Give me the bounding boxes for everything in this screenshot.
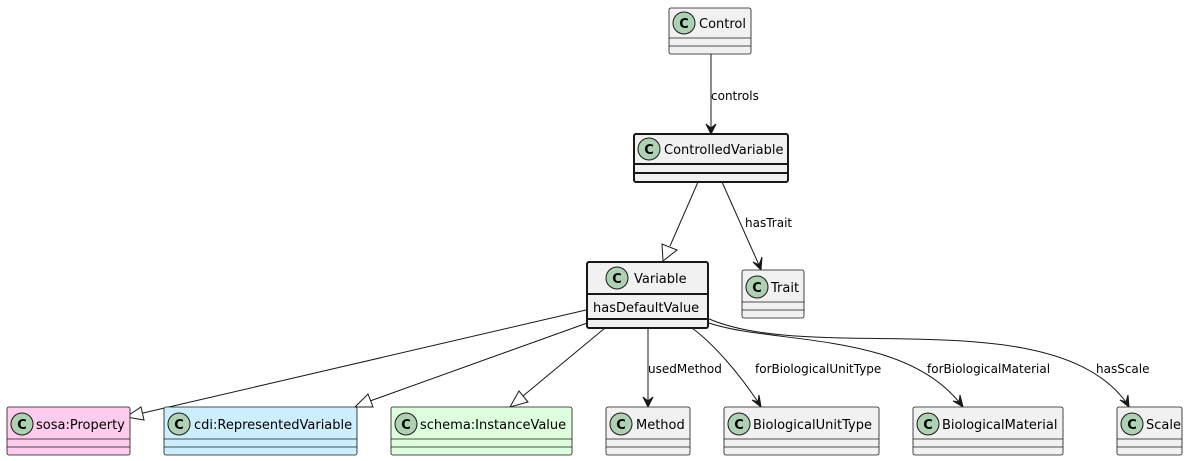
edge-label-controls: controls <box>711 89 759 103</box>
generalization-arrowhead <box>124 406 145 421</box>
svg-text:C: C <box>401 418 411 433</box>
class-method[interactable]: C Method <box>605 406 691 456</box>
edge-label-hastrait: hasTrait <box>745 216 792 230</box>
class-c-icon: C <box>916 412 940 436</box>
svg-text:C: C <box>734 418 744 433</box>
svg-text:C: C <box>644 143 654 158</box>
edge-usedmethod <box>642 328 654 409</box>
class-c-icon: C <box>605 266 629 290</box>
arrowhead <box>1119 394 1130 409</box>
class-control[interactable]: C Control <box>668 7 752 55</box>
class-c-icon: C <box>394 412 418 436</box>
class-biologicalmaterial[interactable]: C BiologicalMaterial <box>912 406 1064 456</box>
class-c-icon: C <box>727 412 751 436</box>
class-name: Scale <box>1146 418 1181 433</box>
edge-label-usedmethod: usedMethod <box>648 362 722 376</box>
class-name: BiologicalMaterial <box>942 418 1057 433</box>
svg-text:C: C <box>679 17 689 32</box>
class-biologicalunittype[interactable]: C BiologicalUnitType <box>723 406 880 456</box>
generalization-arrowhead <box>353 393 374 408</box>
class-sosa-property[interactable]: C sosa:Property <box>6 406 131 456</box>
class-name: BiologicalUnitType <box>753 418 872 433</box>
class-cdi-representedvariable[interactable]: C cdi:RepresentedVariable <box>163 406 358 456</box>
class-name: Control <box>699 17 746 32</box>
class-c-icon: C <box>672 11 696 35</box>
class-c-icon: C <box>609 412 633 436</box>
generalization-arrowhead <box>508 390 529 408</box>
svg-text:C: C <box>612 272 622 287</box>
class-attribute: hasDefaultValue <box>593 301 699 316</box>
class-name: ControlledVariable <box>664 143 784 158</box>
edge-cdi-generalization <box>353 321 591 408</box>
svg-text:C: C <box>752 281 762 296</box>
arrowhead <box>952 394 964 409</box>
edge-forbiologicalmaterial <box>705 321 964 409</box>
class-name: Trait <box>770 281 799 296</box>
class-scale[interactable]: C Scale <box>1116 406 1183 456</box>
svg-text:C: C <box>616 418 626 433</box>
class-c-icon: C <box>167 412 191 436</box>
class-schema-instancevalue[interactable]: C schema:InstanceValue <box>390 406 573 456</box>
class-variable[interactable]: C Variable hasDefaultValue <box>586 261 709 329</box>
class-trait[interactable]: C Trait <box>741 269 805 319</box>
edge-hasscale <box>706 317 1130 409</box>
class-name: cdi:RepresentedVariable <box>194 418 352 433</box>
class-c-icon: C <box>745 275 769 299</box>
class-name: Variable <box>634 272 687 287</box>
edges <box>124 54 1130 421</box>
edge-controlledvariable-generalization <box>661 181 699 262</box>
class-name: sosa:Property <box>36 418 125 433</box>
svg-text:C: C <box>17 418 27 433</box>
svg-text:C: C <box>923 418 933 433</box>
edge-controls <box>705 54 717 136</box>
class-name: schema:InstanceValue <box>420 418 566 433</box>
class-c-icon: C <box>637 137 661 161</box>
generalization-arrowhead <box>661 243 678 262</box>
edge-forbiologicalunittype <box>691 327 762 409</box>
edge-label-forbiologicalunittype: forBiologicalUnitType <box>755 362 881 376</box>
edge-label-forbiologicalmaterial: forBiologicalMaterial <box>927 362 1050 376</box>
class-name: Method <box>636 418 685 433</box>
arrowhead <box>752 256 763 272</box>
class-c-icon: C <box>1120 412 1144 436</box>
class-controlledvariable[interactable]: C ControlledVariable <box>633 133 789 183</box>
arrowhead <box>751 394 762 409</box>
edge-sosa-generalization <box>124 309 587 421</box>
svg-text:C: C <box>174 418 184 433</box>
edge-hastrait <box>721 181 763 272</box>
edge-schema-generalization <box>508 327 606 408</box>
edge-label-hasscale: hasScale <box>1096 362 1150 376</box>
arrowhead <box>642 396 654 409</box>
svg-text:C: C <box>1127 418 1137 433</box>
class-c-icon: C <box>10 412 34 436</box>
arrowhead <box>705 123 717 136</box>
